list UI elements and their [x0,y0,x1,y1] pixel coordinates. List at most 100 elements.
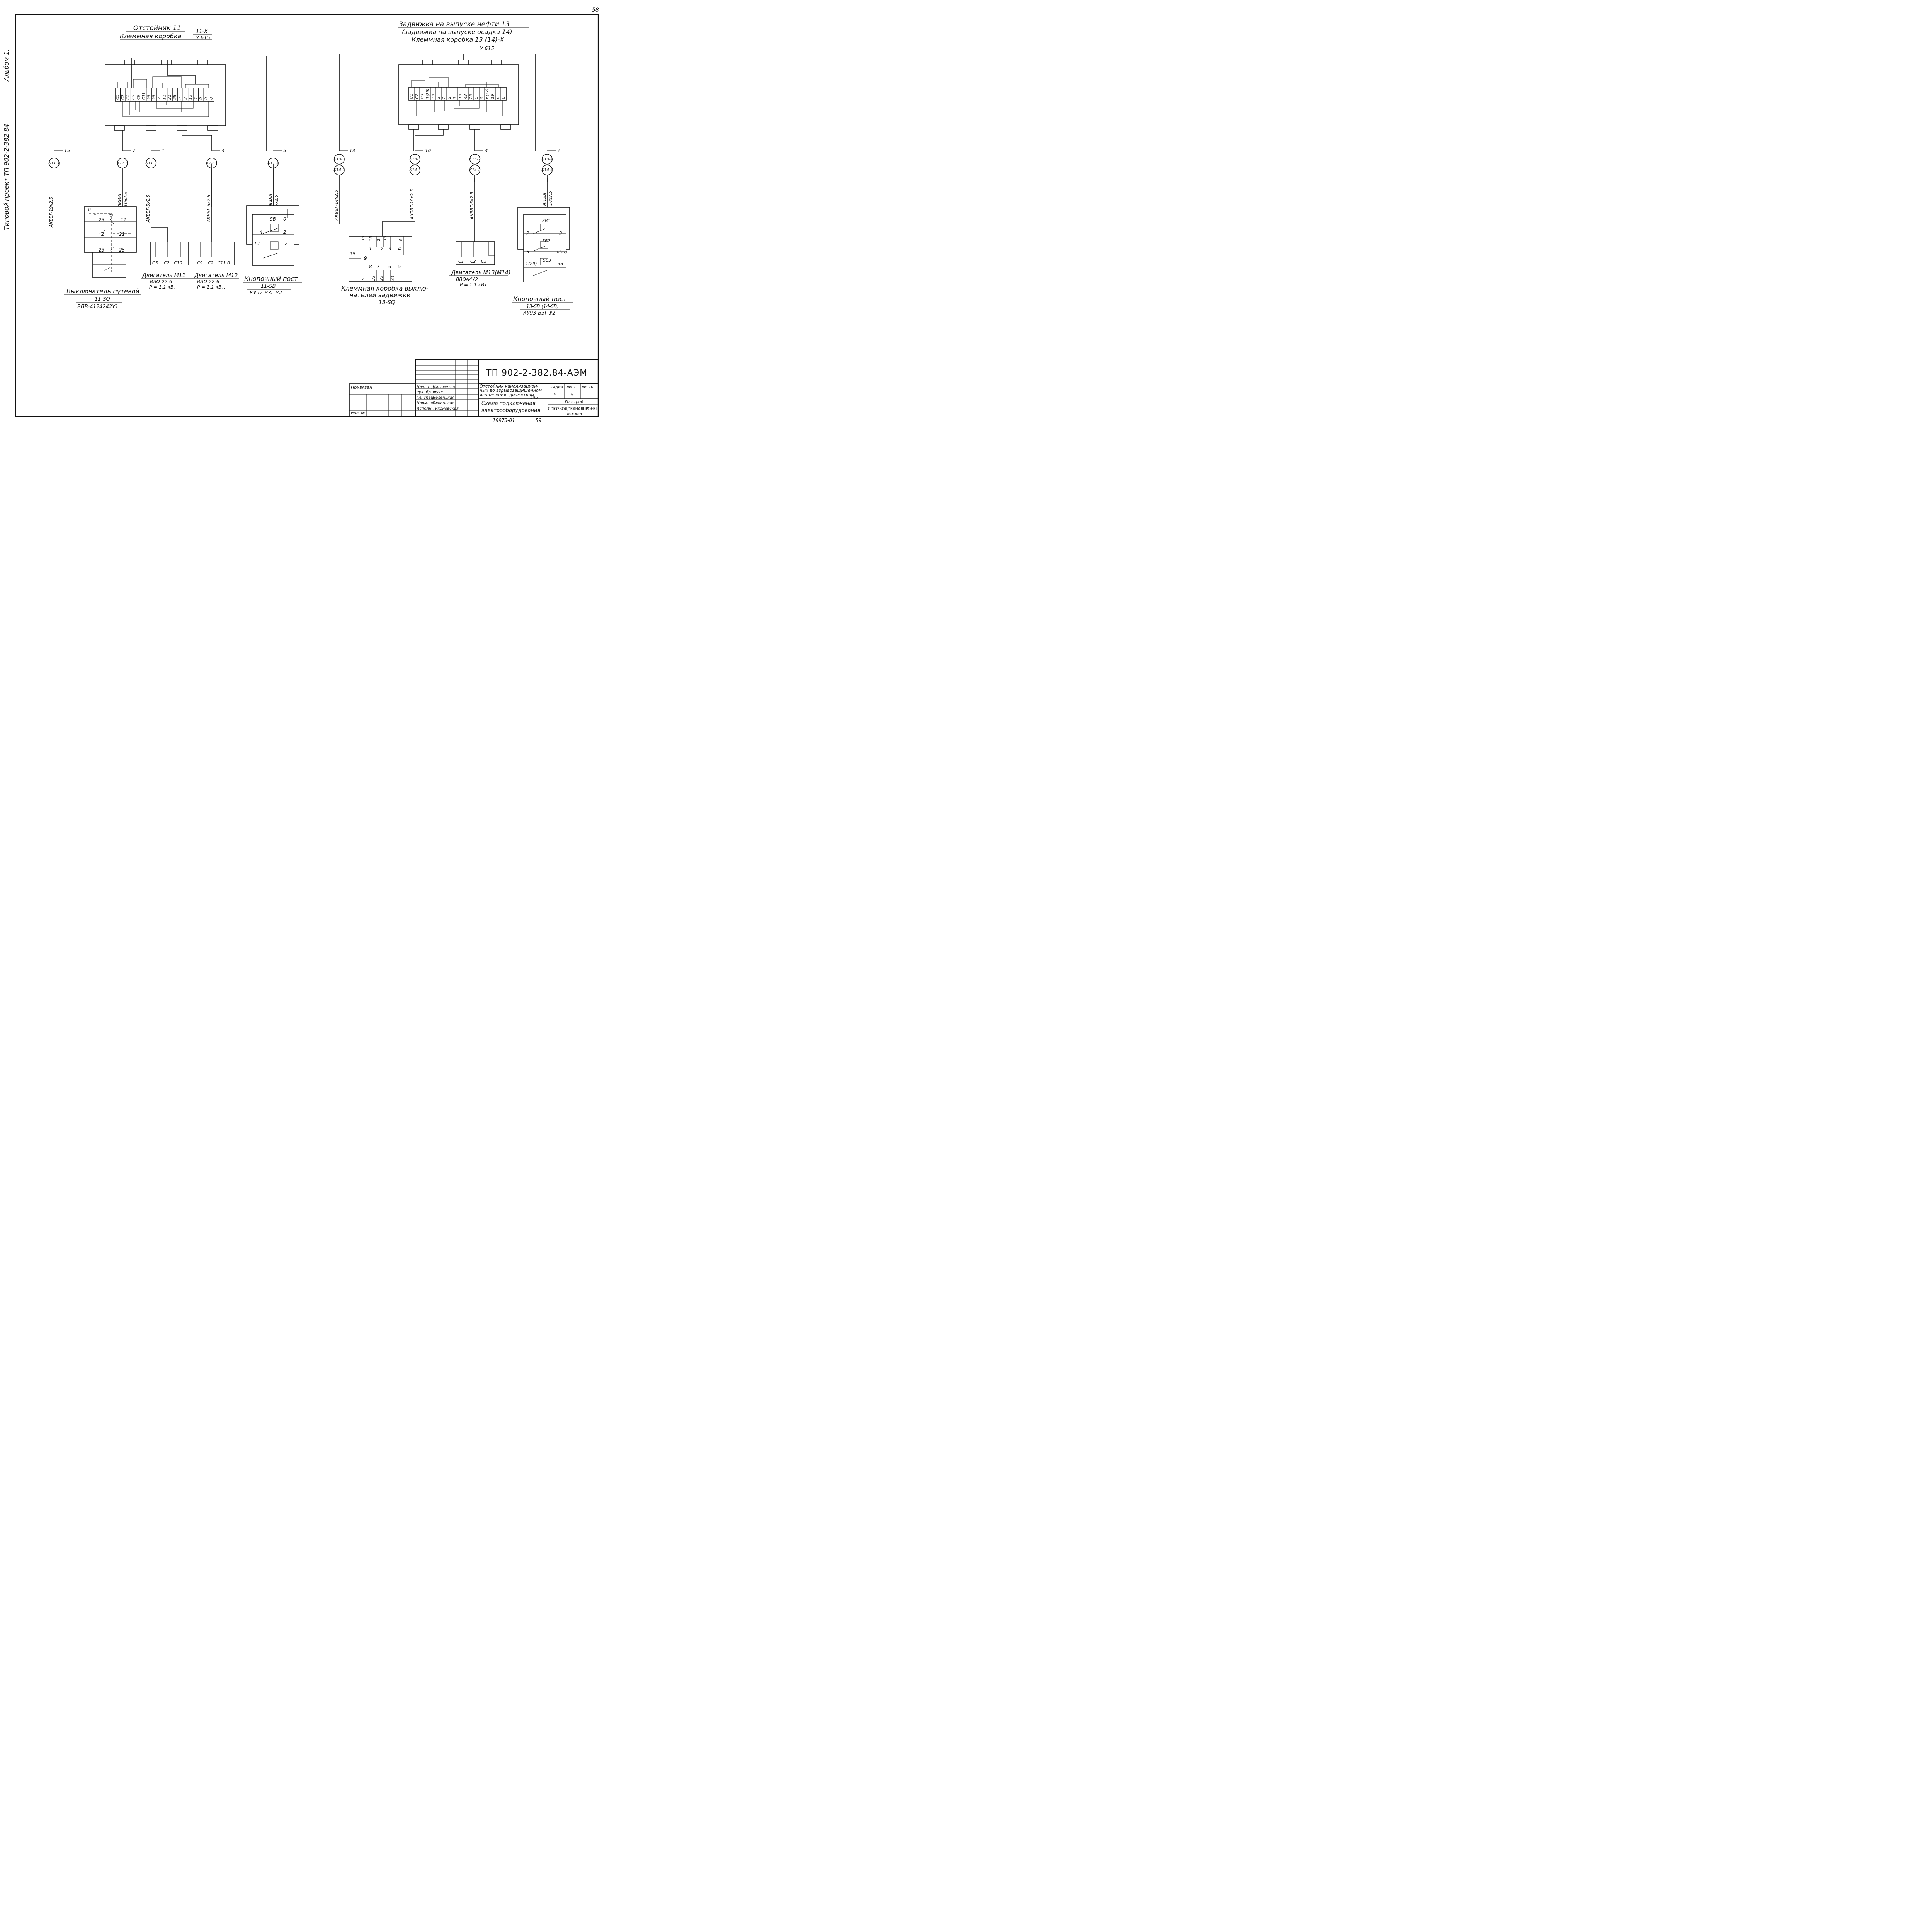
left-4-gland-label: К11-4 [267,161,279,165]
desc-line2: ный во взрывозащищенном [480,388,542,393]
m12-term-c9: С9 [197,260,203,265]
right-terminal: 6(27) [485,88,490,99]
right-2-gland [469,154,480,165]
left-terminal: 25 [173,95,177,100]
tb-name: Кильметов [433,385,455,389]
left-terminal-strip [115,88,214,102]
right-0-gland-label: К13-1 [333,157,345,162]
left-title: Отстойник 11 [133,24,181,32]
tb-role: Нач. отд [417,385,434,389]
bottom-number: 19973-01 [493,418,515,423]
sb1-right-3: 3 [559,231,562,236]
left-terminal: С2 [131,95,136,100]
m13-type: ВВОА4У2 [456,277,478,282]
left-box-num: 11-Х [196,29,208,35]
sb1-left-2: 2 [526,231,529,236]
m12-type: ВАО-22-6 [197,279,219,284]
m11-type: ВАО-22-6 [150,279,172,284]
left-terminal: 11 [163,95,167,100]
left-terminal: С11 [142,92,146,100]
left-count: 7 [133,148,136,153]
sb-label-2a: 2 [283,230,286,235]
right-title2: (задвижка на выпуске осадка 14) [402,28,512,36]
right-terminal: С1 [410,94,414,99]
sq-bot-label: 23 [379,276,384,281]
left-button-post: SB 0 4 2 13 2 Кнопочный пост 11-SB КУ92-… [243,164,302,296]
left-terminal: 13 [189,95,193,100]
right-terminal: 0 [496,97,500,99]
left-terminal: С9 [136,95,141,100]
sq-bot-num: 7 [377,264,380,269]
sb3-label: SB3 [543,258,551,263]
privyazan-label: Привязан [351,385,372,390]
sb2-right-6: 6(27) [557,250,567,255]
sq-bot-label: 43 [391,276,395,281]
right-b-3-gland-label: К14-4 [541,168,553,172]
right-2-gland-label: К13-2 [469,157,481,162]
tb-role: Норм. конт [417,401,440,405]
right-3-gland-label: К13-4 [541,157,553,162]
post-name: Кнопочный пост [244,275,298,282]
m11-term-c2: С2 [164,260,170,265]
sq-bot-num: 6 [388,264,391,269]
m12-name: Двигатель М12 [194,272,238,279]
drawing-sheet: 58 Альбом 1. Типовой проект ТП 902-2-382… [0,0,606,429]
post-tag: 11-SB [261,284,276,289]
sb-label-4: 4 [260,230,263,235]
lists-header: листов [581,385,595,389]
left-cable: АКВВГ [117,192,122,207]
bottom-page: 59 [536,418,541,423]
sq-bot-label: 5 [361,278,366,281]
left-count: 5 [283,148,286,153]
sb2-label: SB2 [542,238,551,243]
right-button-post: SB1 2 3 SB2 5 6(27) 1(29) SB3 33 Кнопочн… [512,178,573,316]
tb-role: Рук. бр. [417,390,432,395]
sq-top-label: 2 [377,239,381,241]
right-cable: АКВВГ-14х2.5 [334,190,339,221]
right-box-type: У 615 [480,46,494,52]
left-terminal: 0 [199,97,203,100]
title-block: Привязан Инв. № ТП 902-2-382.84-АЭМ Нач.… [349,359,599,417]
sq-left-39: 39 [350,252,355,256]
right-cable: АКВВГ-10х2.5 [410,189,415,220]
right-title1: Задвижка на выпуске нефти 13 [399,20,510,28]
left-cable: АКВВГ-5х2.5 [146,194,151,223]
right-b-0-gland-label: К14-1 [333,168,345,172]
right-terminal: 3 [437,97,441,99]
left-unit: Отстойник 11 Клеммная коробка 11-Х У 615… [48,24,286,228]
right-3-gland [542,154,553,165]
tb-name: Фукс [433,390,443,395]
left-terminal: 2 [184,97,188,100]
sb-label-2b: 2 [285,241,288,246]
right-terminal: 2 [442,97,446,99]
right-terminal: 33 [431,94,435,99]
right-terminal: 5 [480,97,484,99]
sq-top-label: 0 [399,239,403,241]
left-terminal: С7 [121,94,125,100]
org-gosstroy: Госстрой [565,400,583,404]
right-1-gland-label: К13-3 [409,157,421,162]
right-motor: С1 С2 С3 Двигатель М13(М14) ВВОА4У2 P = … [449,178,510,287]
sheet-title2: электрооборудования. [481,408,542,413]
sq-name: Выключатель путевой [66,287,139,295]
tb-name: Тихоновская [433,406,459,411]
list-header: лист [566,385,576,389]
tb-name: Беленькая [433,396,454,400]
sq-box-name2: чателей задвижки [350,291,411,299]
right-cable-size: 10х2.5 [548,191,553,206]
doc-code: ТП 902-2-382.84-АЭМ [486,368,587,378]
right-0-gland [334,154,345,165]
tb-role: Гл. спец. [417,396,435,400]
m13-term-c1: С1 [458,259,464,264]
sq-label-23b: 23 [99,247,104,253]
m11-power: P = 1.1 кВт. [149,284,178,290]
left-terminal: С2 [126,95,130,100]
sq-label-23a: 23 [99,217,104,223]
sq-box-name1: Клеммная коробка выклю- [341,285,429,292]
sq-box-tag: 13-SQ [379,299,395,306]
m12-power: P = 1.1 кВт. [197,284,226,290]
list-value: 5 [571,392,574,397]
sb1-label: SB1 [542,218,551,223]
inv-label: Инв. № [351,411,365,415]
right-cable: АКВВГ-5х2.5 [469,192,474,220]
